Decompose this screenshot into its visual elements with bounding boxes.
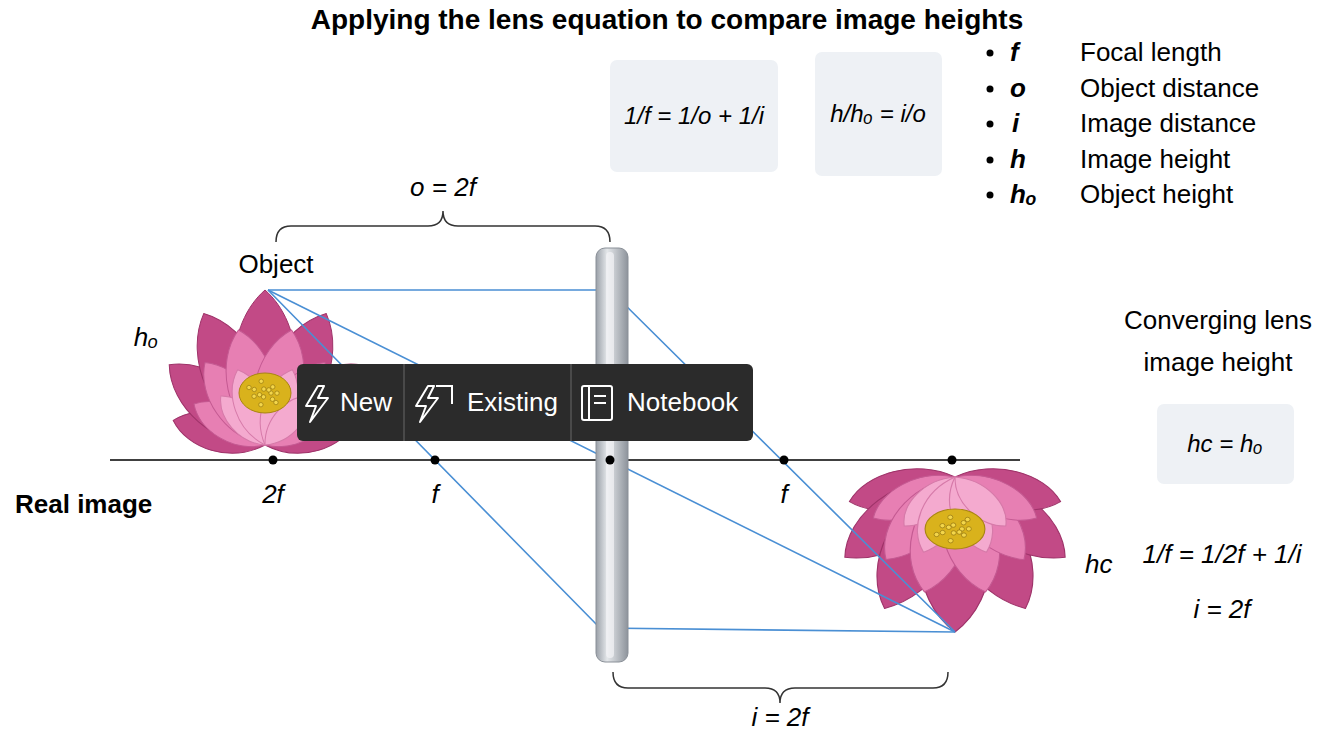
object-label: Object bbox=[238, 249, 313, 280]
formula-text: h/hₒ = i/o bbox=[830, 100, 926, 128]
axis-point bbox=[606, 456, 615, 465]
symbol-key: h bbox=[1010, 144, 1026, 175]
toolbar-divider bbox=[570, 364, 572, 441]
lightning-icon bbox=[306, 386, 328, 422]
formula-text: 1/f = 1/o + 1/i bbox=[624, 102, 764, 130]
stamen bbox=[262, 387, 266, 391]
formula-box: h/hₒ = i/o bbox=[815, 52, 942, 176]
stamen bbox=[934, 532, 939, 536]
converging-lens bbox=[596, 248, 628, 662]
notebook-icon bbox=[594, 395, 606, 397]
bullet bbox=[987, 86, 994, 93]
notebook-icon bbox=[594, 402, 606, 404]
axis-points bbox=[269, 456, 957, 465]
symbol-meaning: Object distance bbox=[1080, 73, 1259, 104]
stamen bbox=[951, 523, 956, 527]
axis-label: 2f bbox=[262, 479, 284, 510]
axis-point bbox=[948, 456, 957, 465]
panel-heading: Converging lens image height bbox=[1108, 299, 1328, 383]
bullet bbox=[987, 121, 994, 128]
stamen bbox=[274, 400, 278, 404]
case-label: Real image bbox=[15, 489, 152, 520]
toolbar bbox=[297, 364, 753, 441]
stamen bbox=[965, 517, 970, 521]
diagram-title: Applying the lens equation to compare im… bbox=[311, 3, 1024, 37]
equation: 1/f = 1/2f + 1/i bbox=[1143, 539, 1302, 570]
frame-icon bbox=[436, 386, 452, 404]
distance-bracket bbox=[613, 672, 948, 703]
symbol-meaning: Focal length bbox=[1080, 37, 1222, 68]
stamen bbox=[275, 391, 279, 395]
height-label: hₒ bbox=[134, 322, 159, 353]
notebook-icon bbox=[582, 386, 612, 420]
flower-center bbox=[925, 509, 985, 549]
symbol-meaning: Object height bbox=[1080, 179, 1233, 210]
bullet bbox=[987, 192, 994, 199]
axis-point bbox=[269, 456, 278, 465]
distance-label: i = 2f bbox=[751, 702, 808, 733]
stamen bbox=[259, 402, 263, 406]
symbol-key: f bbox=[1010, 37, 1019, 68]
symbol-meaning: Image height bbox=[1080, 144, 1230, 175]
stamen bbox=[966, 527, 971, 531]
lens-highlight bbox=[606, 252, 614, 658]
formula-box: 1/f = 1/o + 1/i bbox=[610, 60, 778, 172]
stamen bbox=[961, 533, 966, 537]
equation: i = 2f bbox=[1193, 594, 1250, 625]
lightning-icon bbox=[416, 386, 438, 422]
axis-label: f bbox=[780, 479, 787, 510]
height-label: hc bbox=[1085, 549, 1112, 580]
stamen bbox=[946, 525, 951, 529]
distance-label: o = 2f bbox=[410, 172, 476, 203]
axis-point bbox=[780, 456, 789, 465]
lens-body bbox=[596, 248, 628, 662]
stamen bbox=[247, 385, 251, 389]
bullet bbox=[987, 157, 994, 164]
stamen bbox=[951, 531, 956, 535]
bullet bbox=[987, 50, 994, 57]
stamen bbox=[940, 530, 945, 534]
symbol-key: i bbox=[1012, 108, 1019, 139]
image-flower bbox=[826, 458, 1083, 632]
stamen bbox=[252, 394, 256, 398]
stamen bbox=[252, 387, 256, 391]
symbol-key: hₒ bbox=[1010, 179, 1037, 210]
toolbar-divider bbox=[403, 364, 405, 441]
symbol-key: o bbox=[1010, 73, 1026, 104]
toolbar-background bbox=[297, 364, 753, 441]
stamen bbox=[948, 539, 953, 543]
optical-axis bbox=[110, 459, 1020, 461]
stamen bbox=[270, 397, 274, 401]
distance-bracket bbox=[276, 211, 610, 242]
stamen bbox=[961, 521, 966, 525]
toolbar-button: Notebook bbox=[627, 387, 738, 418]
stamen bbox=[948, 515, 953, 519]
stamen bbox=[257, 393, 261, 397]
stamen bbox=[261, 395, 265, 399]
formula-box: hc = hₒ bbox=[1157, 404, 1294, 484]
toolbar-button: New bbox=[340, 387, 392, 418]
stamen bbox=[940, 524, 945, 528]
flower-center bbox=[239, 373, 291, 413]
stamen bbox=[271, 385, 275, 389]
toolbar-button: Existing bbox=[467, 387, 558, 418]
legend-bullets bbox=[987, 50, 994, 199]
stamen bbox=[957, 530, 962, 534]
symbol-meaning: Image distance bbox=[1080, 108, 1256, 139]
axis-point bbox=[431, 456, 440, 465]
axis-label: f bbox=[431, 479, 438, 510]
formula-text: hc = hₒ bbox=[1187, 430, 1263, 458]
stamen bbox=[267, 388, 271, 392]
notebook-icon bbox=[588, 386, 590, 420]
stamen bbox=[259, 379, 263, 383]
